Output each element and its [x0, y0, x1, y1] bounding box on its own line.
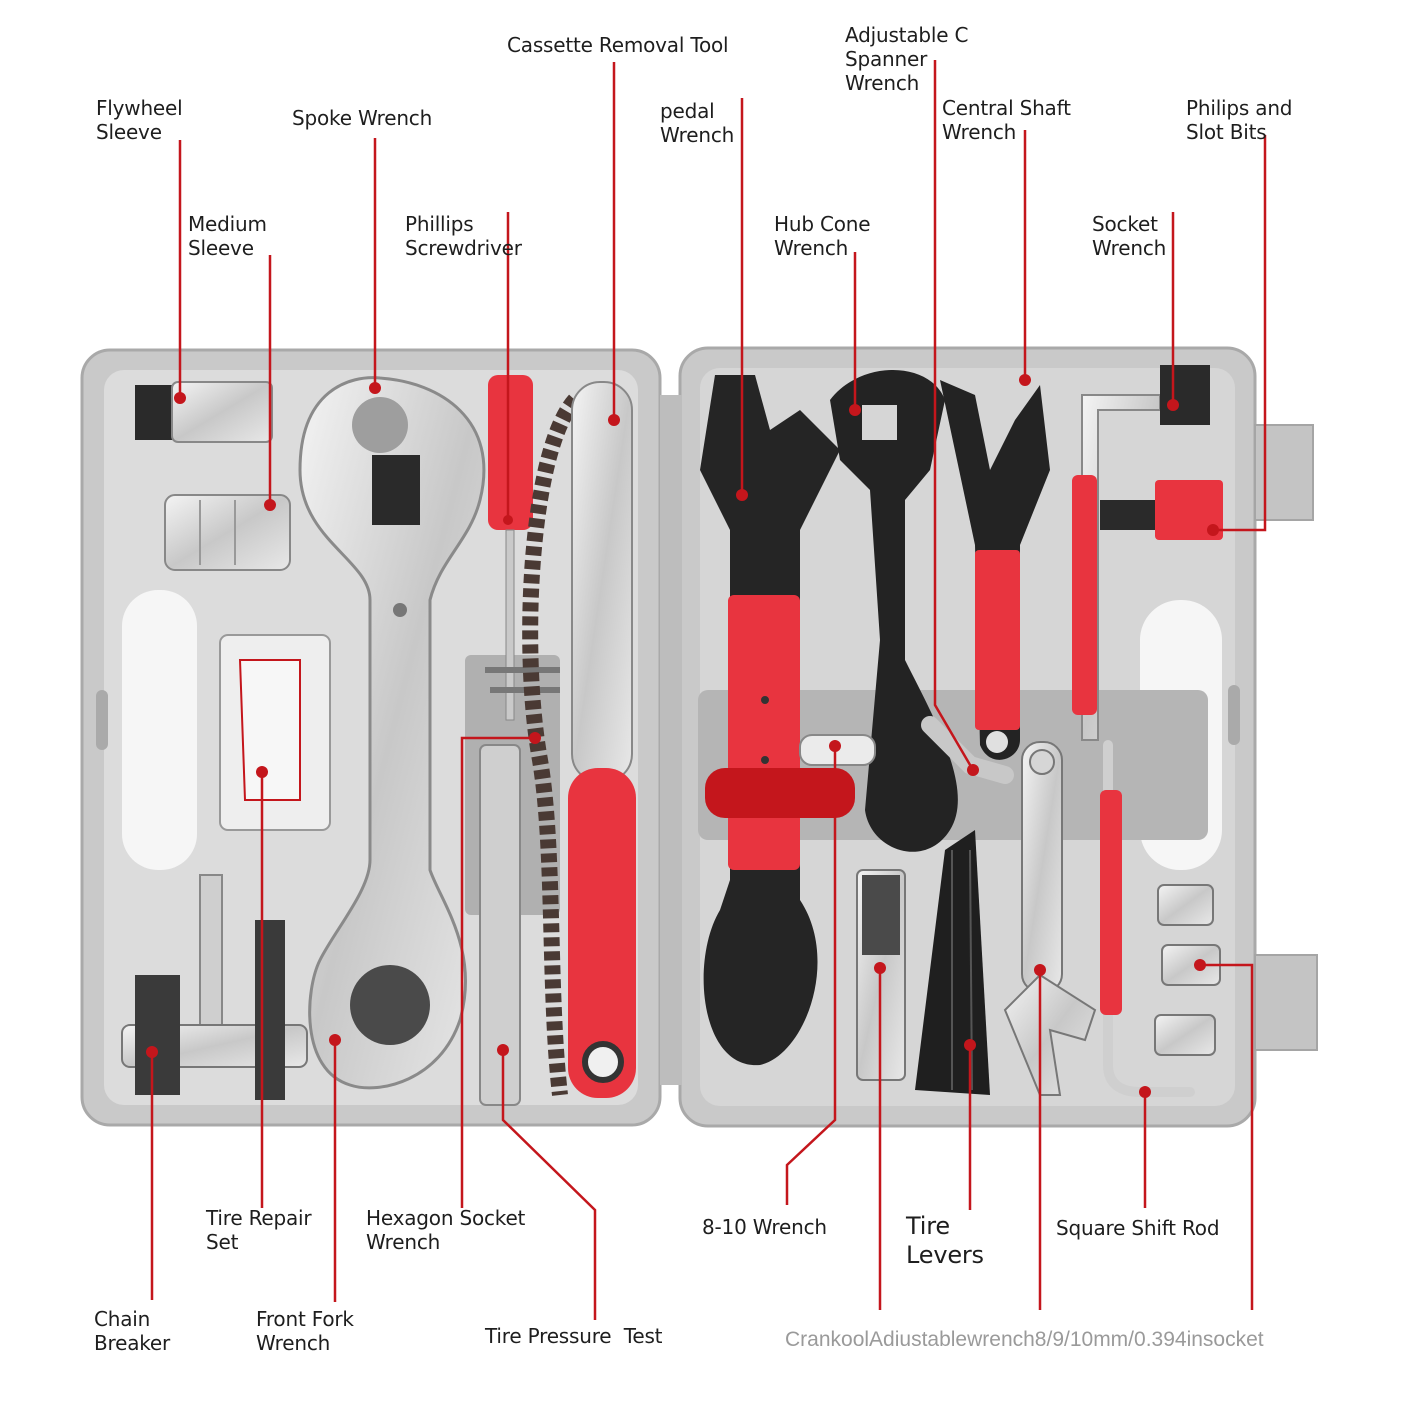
- leader-tire-pressure: [501, 1050, 597, 1320]
- label-chain-breaker: Chain Breaker: [94, 1307, 171, 1355]
- socket-icon: [1154, 884, 1221, 1056]
- bits-icon: [1100, 480, 1223, 540]
- label-8-10-wrench: 8-10 Wrench: [702, 1215, 827, 1239]
- label-hub-cone-wrench: Hub Cone Wrench: [774, 212, 871, 260]
- label-hexagon-socket-wrench: Hexagon Socket Wrench: [366, 1206, 526, 1254]
- label-pedal-wrench: pedal Wrench: [660, 99, 735, 147]
- socket-wrench-icon: [1072, 365, 1210, 741]
- leader-lines: [150, 60, 1267, 1320]
- leader-socket: [1200, 963, 1254, 1310]
- central-shaft-wrench-icon: [940, 380, 1050, 760]
- label-cassette-removal-tool: Cassette Removal Tool: [507, 33, 729, 57]
- label-tire-pressure-test: Tire Pressure Test: [485, 1324, 663, 1348]
- flywheel-sleeve-icon: [135, 381, 273, 443]
- chain-breaker-icon: [121, 874, 308, 1100]
- label-central-shaft-wrench: Central Shaft Wrench: [942, 96, 1071, 144]
- label-socket-wrench: Socket Wrench: [1092, 212, 1167, 260]
- label-medium-sleeve: Medium Sleeve: [188, 212, 267, 260]
- label-flywheel-sleeve: Flywheel Sleeve: [96, 96, 183, 144]
- leader-c-spanner: [933, 60, 975, 771]
- spoke-wrench-icon: [298, 376, 486, 1090]
- label-front-fork-wrench: Front Fork Wrench: [256, 1307, 354, 1355]
- screwdriver-icon: [488, 375, 533, 721]
- leader-8-10-wrench: [785, 746, 837, 1205]
- leader-hex-socket: [460, 736, 535, 1208]
- label-spoke-wrench: Spoke Wrench: [292, 106, 433, 130]
- medium-sleeve-icon: [164, 494, 291, 571]
- cassette-tool-icon: [568, 381, 636, 1098]
- tire-repair-kit-icon: [219, 634, 331, 831]
- hex-key-set-icon: [479, 667, 560, 1106]
- label-adjustable-c-spanner: Adjustable C Spanner Wrench: [845, 23, 969, 95]
- watermark-text: CrankoolAdiustablewrench8/9/10mm/0.394in…: [785, 1328, 1264, 1351]
- label-phillips-screwdriver: Phillips Screwdriver: [405, 212, 522, 260]
- chain-whip-icon: [522, 394, 582, 1096]
- label-tire-repair-set: Tire Repair Set: [206, 1206, 312, 1254]
- label-square-shift-rod: Square Shift Rod: [1056, 1216, 1220, 1240]
- adjustable-wrench-icon: [1003, 741, 1097, 1096]
- label-tire-levers: Tire Levers: [906, 1212, 984, 1269]
- leader-bits: [1213, 135, 1267, 532]
- label-philips-and-slot-bits: Philips and Slot Bits: [1186, 96, 1293, 144]
- leader-dots: [146, 374, 1219, 1098]
